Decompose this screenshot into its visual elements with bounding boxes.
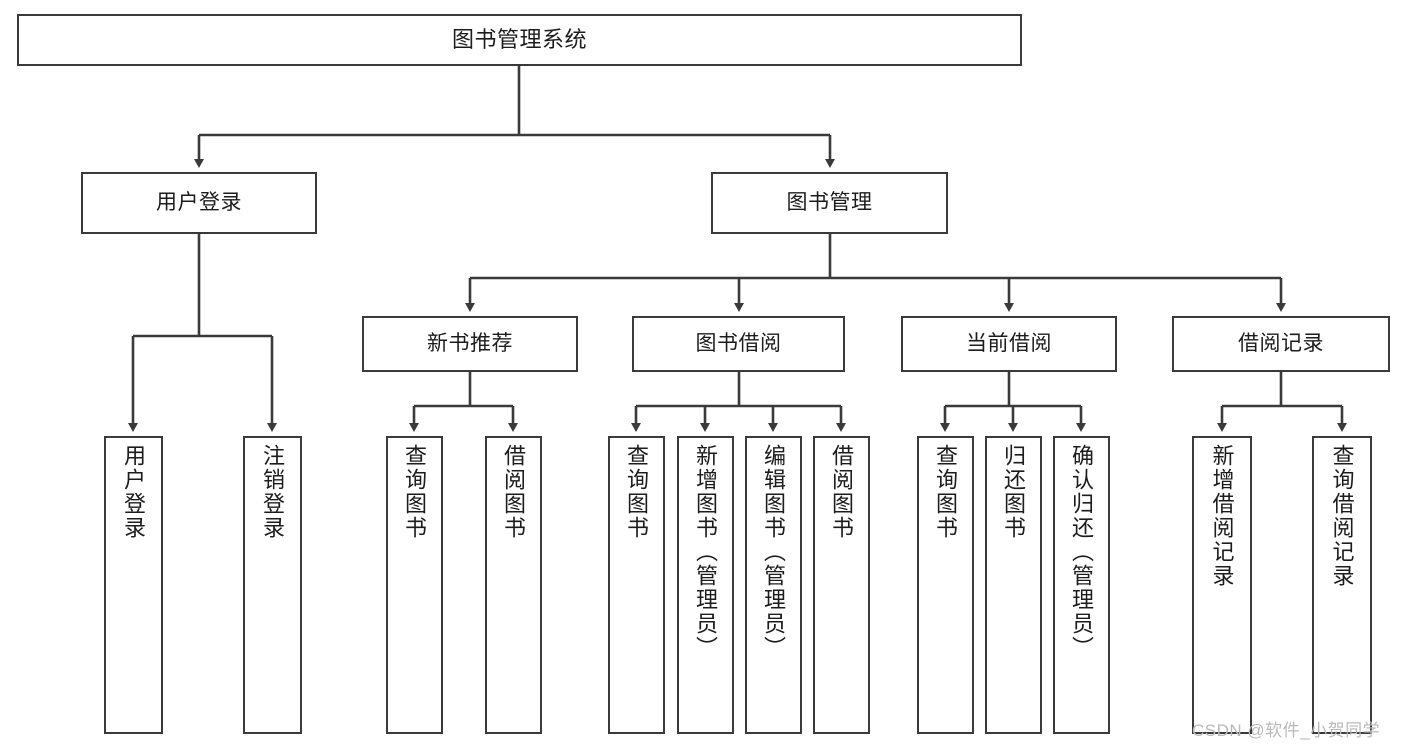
watermark: CSDN @软件_小贺同学 xyxy=(1192,721,1381,740)
node-label: 编辑图书（管理员） xyxy=(761,444,787,660)
leaf-logout[interactable]: 注销登录 xyxy=(243,436,302,734)
leaf-add-book-admin[interactable]: 新增图书（管理员） xyxy=(677,436,734,734)
leaf-query-book[interactable]: 查询图书 xyxy=(608,436,665,734)
node-user-login[interactable]: 用户登录 xyxy=(81,172,317,234)
node-label: 归还图书 xyxy=(1001,444,1027,540)
leaf-query-borrow-record[interactable]: 查询借阅记录 xyxy=(1312,436,1372,734)
node-label: 当前借阅 xyxy=(966,332,1052,356)
leaf-confirm-return-admin[interactable]: 确认归还（管理员） xyxy=(1053,436,1110,734)
node-label: 查询图书 xyxy=(402,444,428,540)
leaf-edit-book-admin[interactable]: 编辑图书（管理员） xyxy=(745,436,802,734)
node-label: 查询借阅记录 xyxy=(1329,444,1355,588)
node-borrow-records[interactable]: 借阅记录 xyxy=(1172,316,1390,372)
leaf-user-login[interactable]: 用户登录 xyxy=(104,436,163,734)
leaf-borrow-book[interactable]: 借阅图书 xyxy=(813,436,870,734)
node-label: 查询图书 xyxy=(933,444,959,540)
node-label: 借阅记录 xyxy=(1238,332,1324,356)
node-label: 借阅图书 xyxy=(501,444,527,540)
leaf-query-book-recommend[interactable]: 查询图书 xyxy=(386,436,443,734)
node-label: 查询图书 xyxy=(624,444,650,540)
node-label: 用户登录 xyxy=(156,191,242,215)
node-book-borrow[interactable]: 图书借阅 xyxy=(632,316,845,372)
node-label: 新增借阅记录 xyxy=(1209,444,1235,588)
node-label: 图书管理系统 xyxy=(451,26,587,52)
node-label: 借阅图书 xyxy=(829,444,855,540)
leaf-add-borrow-record[interactable]: 新增借阅记录 xyxy=(1192,436,1252,734)
node-label: 图书管理 xyxy=(786,191,873,215)
node-label: 确认归还（管理员） xyxy=(1069,444,1095,660)
node-root[interactable]: 图书管理系统 xyxy=(17,14,1022,66)
node-label: 注销登录 xyxy=(260,444,286,540)
node-book-management[interactable]: 图书管理 xyxy=(711,172,948,234)
leaf-return-book[interactable]: 归还图书 xyxy=(985,436,1042,734)
node-label: 新书推荐 xyxy=(427,332,513,356)
node-current-borrow[interactable]: 当前借阅 xyxy=(901,316,1117,372)
leaf-borrow-book-recommend[interactable]: 借阅图书 xyxy=(485,436,542,734)
node-label: 新增图书（管理员） xyxy=(693,444,719,660)
node-new-book-recommend[interactable]: 新书推荐 xyxy=(362,316,578,372)
node-label: 用户登录 xyxy=(121,444,147,540)
node-label: 图书借阅 xyxy=(695,332,782,356)
leaf-query-book-current[interactable]: 查询图书 xyxy=(917,436,974,734)
